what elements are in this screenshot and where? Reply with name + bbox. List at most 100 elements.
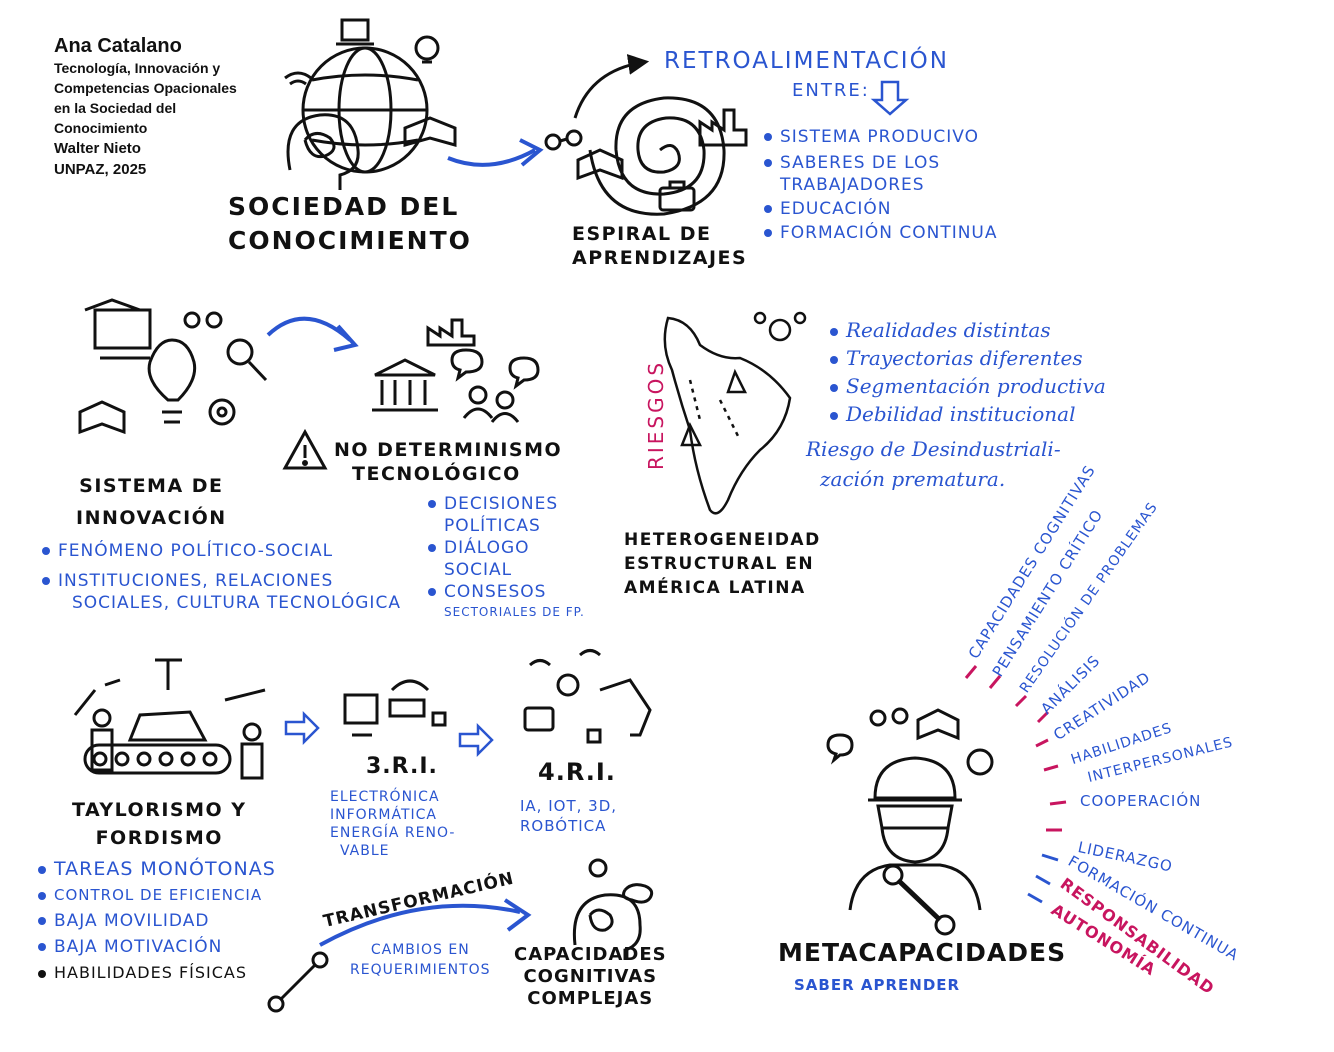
gear-icon <box>208 398 236 426</box>
list-item: Trayectorias diferentes <box>830 344 1106 372</box>
latin-america-map-icon <box>663 311 807 515</box>
list-item: EDUCACIÓN <box>764 198 998 220</box>
bullet-icon <box>42 577 50 585</box>
book-icon <box>403 116 457 147</box>
arrow-to-3ri <box>284 710 320 746</box>
bullet-icon <box>38 917 46 925</box>
espiral-list: SISTEMA PRODUCIVO SABERES DE LOS TRABAJA… <box>764 126 998 244</box>
espiral-title-line-1: ESPIRAL DE <box>572 223 712 245</box>
bullet-icon <box>830 327 838 336</box>
wifi-icon <box>284 71 312 86</box>
ri4-title: 4.R.I. <box>538 758 616 786</box>
head-icon <box>286 113 360 190</box>
riesgos-label: RIESGOS <box>644 359 668 470</box>
nodet-title: NO DETERMINISMO TECNOLÓGICO <box>334 438 562 486</box>
cambios-line-1: CAMBIOS EN <box>370 942 470 958</box>
book-icon-2 <box>576 148 624 181</box>
innovacion-title-line-2: INNOVACIÓN <box>76 507 227 529</box>
list-item: INSTITUCIONES, RELACIONES <box>42 570 401 592</box>
factory-icon-2 <box>426 318 476 347</box>
laptop-icon <box>336 18 374 46</box>
bullet-icon <box>764 205 772 213</box>
warning-icon <box>282 428 328 470</box>
riesgo-text-line-1: Riesgo de Desindustriali- <box>806 437 1061 461</box>
ri4-lines: IA, IOT, 3D, ROBÓTICA <box>520 796 617 836</box>
bullet-icon <box>38 865 46 874</box>
lightbulb-icon-2 <box>147 338 197 424</box>
retro-label: RETROALIMENTACIÓN <box>664 48 949 74</box>
bullet-icon <box>830 355 838 364</box>
list-item: FORMACIÓN CONTINUA <box>764 222 998 244</box>
ri3-lines: ELECTRÓNICA INFORMÁTICA ENERGÍA RENO- VA… <box>330 788 455 860</box>
list-item: TAREAS MONÓTONAS <box>38 856 276 882</box>
hetero-list: Realidades distintas Trayectorias difere… <box>830 316 1106 428</box>
institution-icon <box>372 358 438 412</box>
ri4-line-1: IA, IOT, 3D, <box>520 797 618 815</box>
sociedad-title: SOCIEDAD DEL CONOCIMIENTO <box>228 190 472 258</box>
hetero-title-line-1: HETEROGENEIDAD <box>624 530 821 550</box>
capacidades-line-2: COGNITIVAS <box>523 966 658 987</box>
author-name: Ana Catalano <box>54 35 182 57</box>
nodet-title-line-1: NO DETERMINISMO <box>334 439 563 461</box>
institution: UNPAZ, 2025 <box>54 161 147 178</box>
subtitle-line-2: Competencias Opacionales <box>54 80 237 96</box>
bullet-icon <box>38 943 46 951</box>
magnifier-icon <box>226 338 268 382</box>
globe-icon <box>301 46 429 174</box>
taylor-title-line-2: FORDISMO <box>95 827 223 849</box>
arrow-to-nodet <box>266 316 352 342</box>
meta-title: METACAPACIDADES <box>778 938 1067 967</box>
subtitle-line-3: en la Sociedad del <box>54 100 177 116</box>
hetero-title: HETEROGENEIDAD ESTRUCTURAL EN AMÉRICA LA… <box>624 528 821 600</box>
coauthor: Walter Nieto <box>54 140 141 157</box>
ray-cooperacion: COOPERACIÓN <box>1080 792 1202 810</box>
list-item-continued: POLÍTICAS <box>444 516 541 536</box>
list-item: CONSESOS <box>428 581 585 603</box>
subtitle-line-1: Tecnología, Innovación y <box>54 60 221 76</box>
riesgo-text-line-2: zación prematura. <box>820 467 1006 491</box>
espiral-title-line-2: APRENDIZAJES <box>572 247 748 269</box>
list-item: HABILIDADES FÍSICAS <box>38 960 276 986</box>
book-icon-4 <box>869 707 960 741</box>
entre-arrow-icon <box>870 80 910 116</box>
chat-bubble-icon-2 <box>826 733 854 765</box>
list-item: BAJA MOVILIDAD <box>38 908 276 934</box>
ri3-title: 3.R.I. <box>366 754 438 779</box>
phone-icon <box>388 679 430 718</box>
ri3-line-3: ENERGÍA RENO- <box>330 825 456 841</box>
bullet-icon <box>38 891 46 900</box>
bullet-icon <box>764 159 772 167</box>
factory-icon <box>698 108 748 147</box>
innovacion-title-line-1: SISTEMA DE <box>79 475 224 497</box>
bullet-icon <box>38 969 46 978</box>
list-item: BAJA MOTIVACIÓN <box>38 934 276 960</box>
sociedad-title-line-2: CONOCIMIENTO <box>228 226 472 255</box>
worker-icon <box>90 708 264 780</box>
bullet-icon <box>830 411 838 420</box>
list-item: Debilidad institucional <box>830 400 1106 428</box>
capacidades-line-3: COMPLEJAS <box>527 988 654 1009</box>
spiral-icon <box>573 54 726 216</box>
nodet-title-line-2: TECNOLÓGICO <box>352 463 521 485</box>
capacidades-complejas: CAPACIDADES COGNITIVAS COMPLEJAS <box>514 944 667 1010</box>
list-item: DIÁLOGO <box>428 537 585 559</box>
bullet-icon <box>42 547 50 555</box>
engineer-icon <box>848 756 982 936</box>
espiral-title: ESPIRAL DE APRENDIZAJES <box>572 222 747 270</box>
bullet-icon <box>830 383 838 392</box>
capacidades-line-1: CAPACIDADES <box>514 944 667 965</box>
list-item: SABERES DE LOS <box>764 152 998 174</box>
sociedad-title-line-1: SOCIEDAD DEL <box>228 192 460 221</box>
ri3-line-2: INFORMÁTICA <box>330 807 438 823</box>
ri3-line-4: VABLE <box>340 843 390 859</box>
list-item-continued: TRABAJADORES <box>780 175 925 195</box>
entre-label: ENTRE: <box>792 80 870 101</box>
list-item: SISTEMA PRODUCIVO <box>764 126 998 148</box>
robot-icon <box>523 649 652 744</box>
bullet-icon <box>428 588 436 596</box>
head-icon-2 <box>572 858 654 960</box>
riesgo-text: Riesgo de Desindustriali- zación prematu… <box>806 434 1061 494</box>
bullet-icon <box>764 229 772 237</box>
cambios-line-2: REQUERIMIENTOS <box>350 962 491 978</box>
